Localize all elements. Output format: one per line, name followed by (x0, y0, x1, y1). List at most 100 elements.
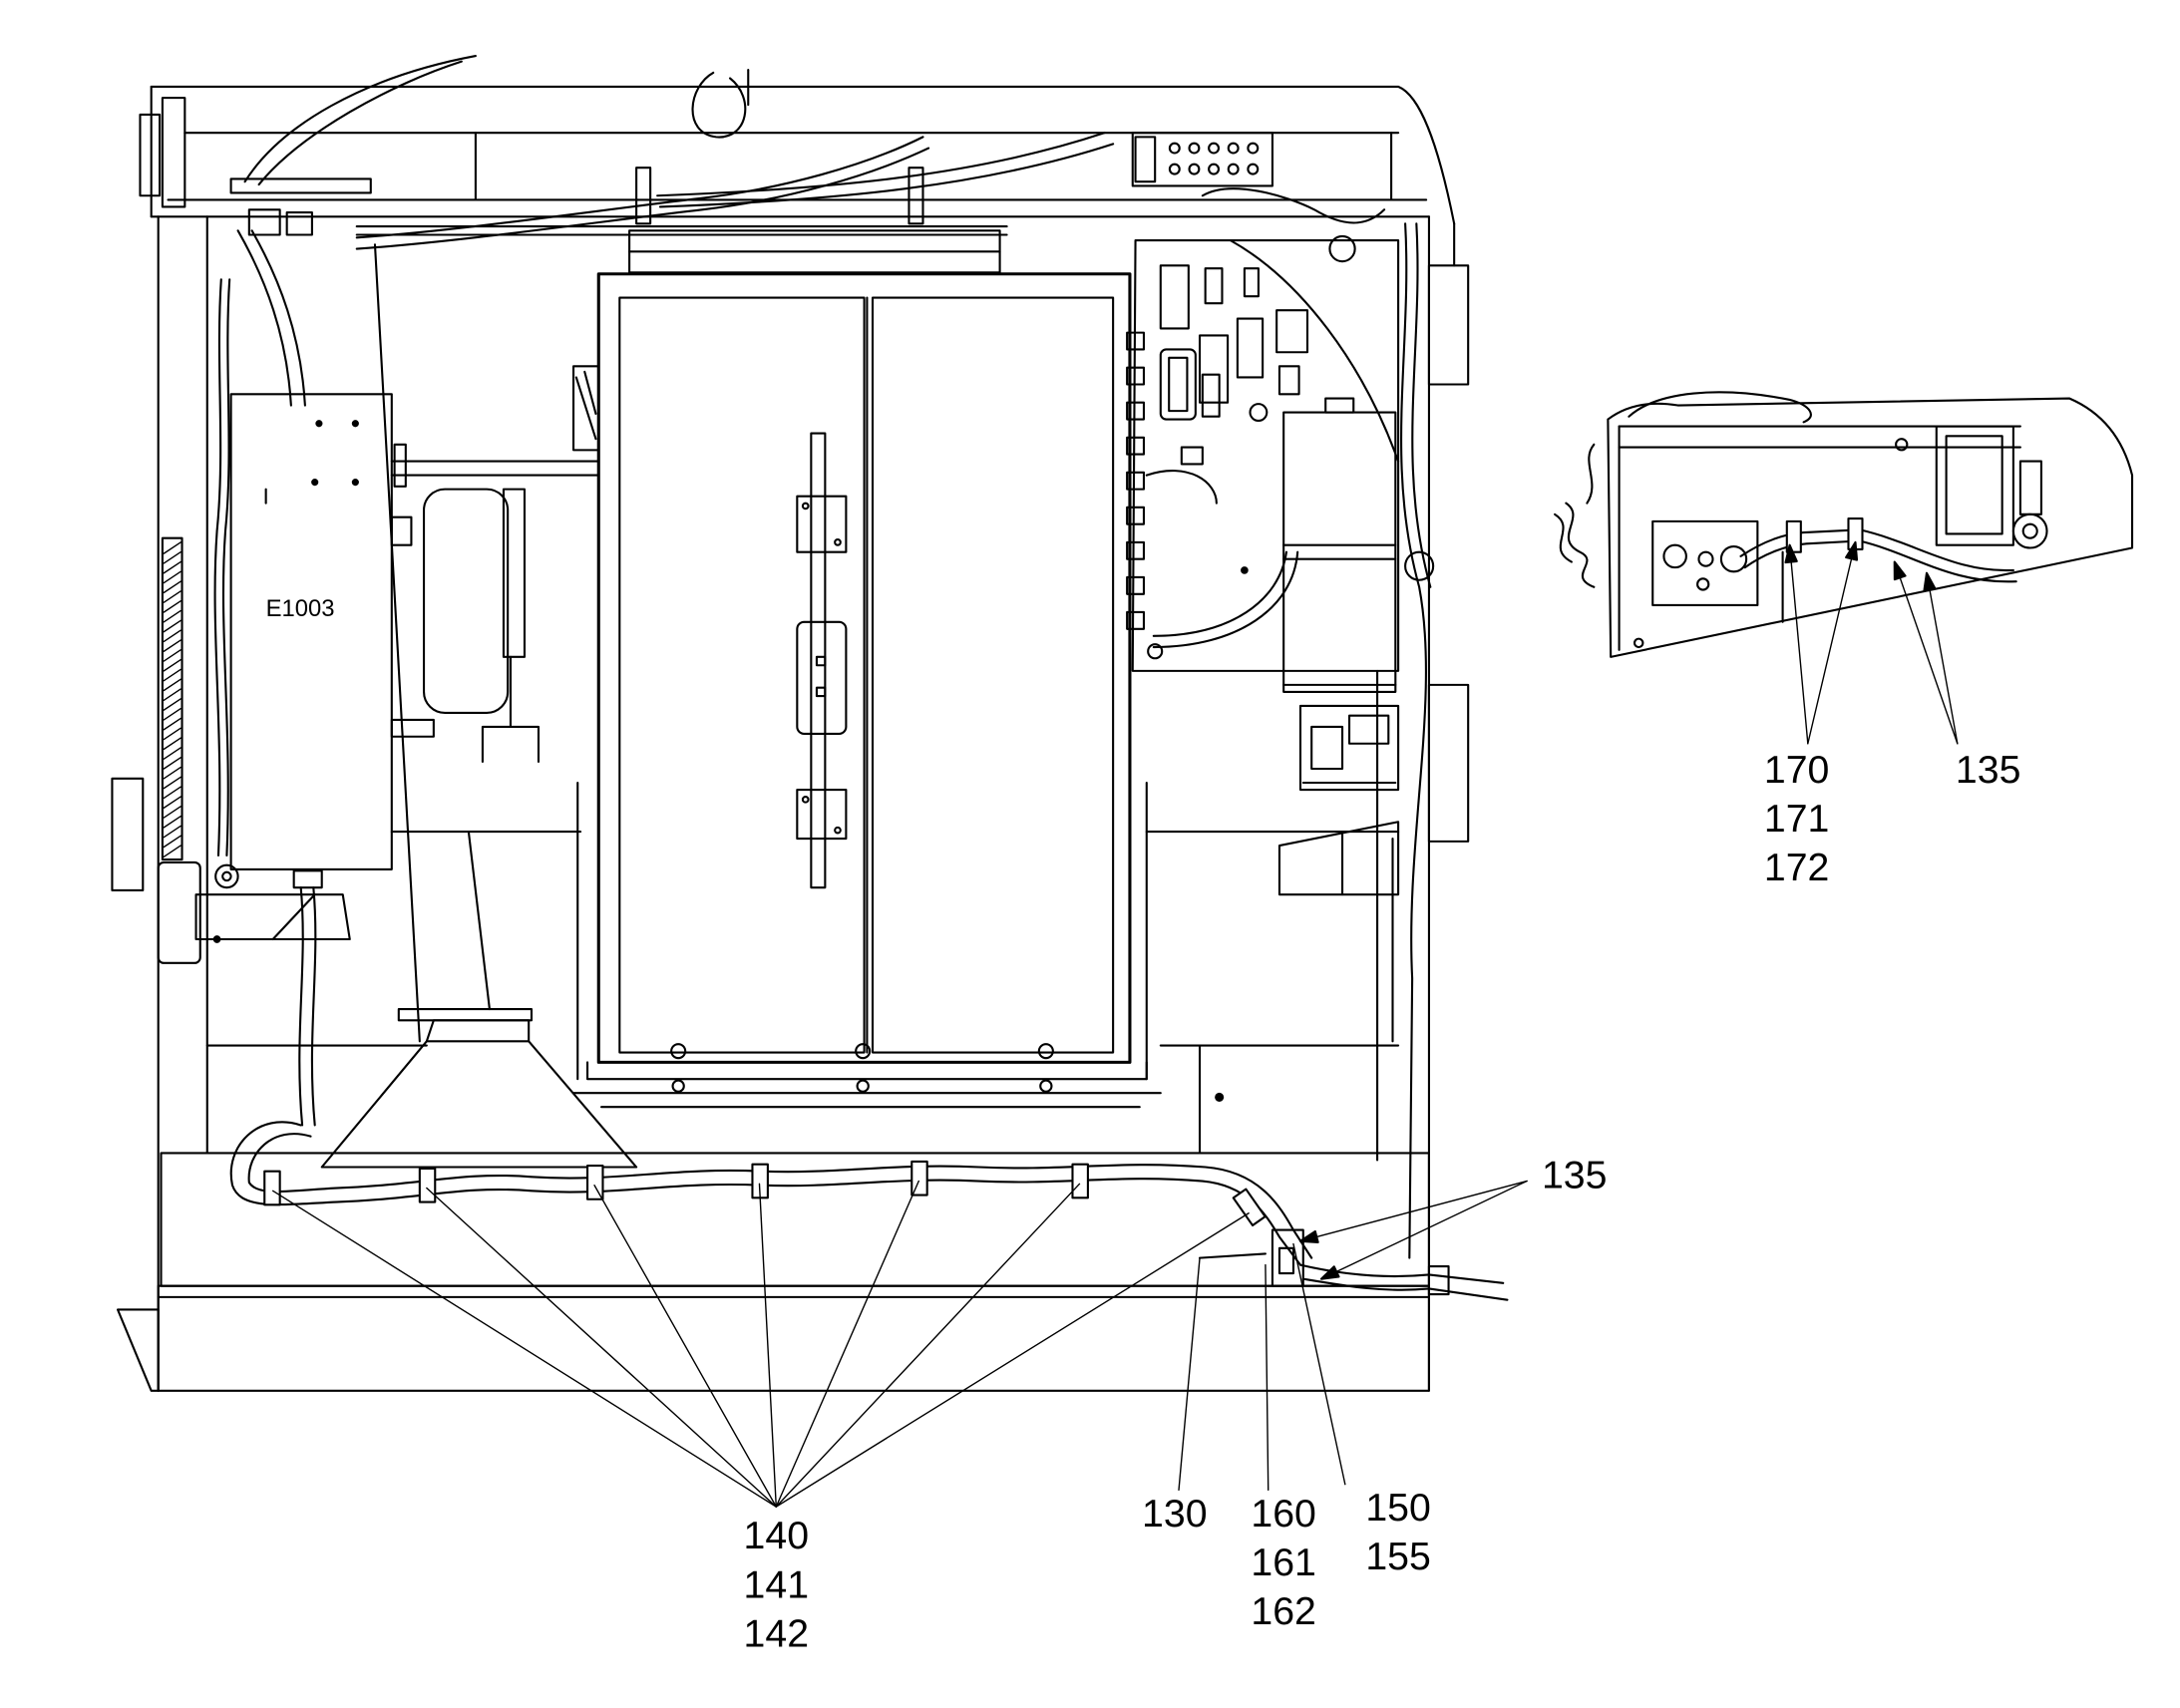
handle-mount-top (796, 495, 848, 553)
top-duct (229, 177, 372, 194)
terminal-hole (1247, 142, 1260, 155)
screw-dot (311, 479, 319, 487)
inset-cable (1743, 539, 2017, 583)
mount-screw (834, 538, 842, 546)
panel-screw (1147, 643, 1164, 660)
exit-cable (1301, 1277, 1509, 1301)
arrowhead (1298, 1229, 1319, 1243)
base-bolt (671, 1079, 685, 1093)
inset-lid (1628, 391, 1812, 424)
tank-bracket (502, 488, 527, 658)
cable-connector (1271, 1228, 1304, 1287)
relay (1277, 365, 1300, 396)
inset-wire (1554, 512, 1573, 563)
leader-line-140 (593, 1185, 777, 1508)
base-bolt (855, 1043, 872, 1060)
terminal-block (1131, 132, 1273, 187)
callout-labels: 140 141 142 130 160 161 162 150 155 135 (744, 1154, 1608, 1656)
inset-end-fitting (2011, 512, 2048, 549)
inset-right-box (1935, 425, 2014, 546)
hatch-line (163, 747, 182, 760)
pipe-bracket (908, 167, 924, 225)
exit-cable (1298, 1263, 1505, 1284)
control-board (1298, 704, 1400, 792)
leader-line-135 (1299, 1180, 1528, 1242)
side-fitting (390, 718, 435, 738)
top-hose (658, 143, 1115, 208)
right-cable (1411, 222, 1432, 588)
hatched-side-panel (161, 536, 183, 861)
relay (1236, 317, 1265, 379)
pipe-bracket (635, 167, 652, 225)
hatch-line (163, 560, 182, 574)
panel-cable (1152, 550, 1299, 649)
hatch-line (163, 786, 182, 800)
edge-terminal (1126, 610, 1146, 630)
hatch-line (163, 806, 182, 819)
edge-terminal (1126, 471, 1146, 491)
hatch-line (163, 776, 182, 790)
tank-fork (481, 725, 541, 764)
edge-terminal (1126, 436, 1146, 456)
side-knob (111, 777, 145, 891)
cabinet-base-rail (586, 1061, 1148, 1081)
callout-161: 161 (1251, 1540, 1316, 1584)
inset-end-fitting-inner (2021, 522, 2038, 539)
base-bolt (1037, 1043, 1054, 1060)
wire-loop (691, 71, 747, 139)
hatch-line (163, 609, 182, 623)
connector-plug-inner (1168, 356, 1189, 413)
harness-clip (910, 1160, 928, 1196)
inset-screw (1633, 637, 1644, 649)
vertical-hose (236, 229, 292, 407)
inset-leader-135 (1894, 560, 1959, 745)
harness-cable (229, 1121, 1302, 1266)
drain-funnel (320, 1008, 638, 1169)
edge-terminal (1126, 331, 1146, 351)
hatch-line (163, 796, 182, 809)
relay (1243, 267, 1260, 298)
inset-leader-170 (1807, 541, 1857, 745)
hatch-line (163, 737, 182, 751)
mark-dot (1241, 566, 1249, 574)
inset-leader-170 (1788, 544, 1809, 745)
shelf-bracket (1277, 821, 1400, 896)
top-assembly (355, 69, 1386, 263)
central-cabinet (571, 229, 1162, 1109)
edge-terminal (1126, 366, 1146, 386)
cabinet-outer (596, 272, 1132, 1064)
fan-blade (574, 376, 597, 441)
hatch-line (163, 658, 182, 672)
hatch-line (163, 649, 182, 662)
mount-screw (834, 826, 842, 835)
edge-terminal (1126, 540, 1146, 560)
drain-cable (310, 886, 317, 1127)
terminal-hole (1168, 142, 1181, 155)
module-tab (1324, 397, 1355, 414)
hatch-line (163, 717, 182, 731)
vertical-hose (250, 229, 306, 407)
callout-172: 172 (1764, 846, 1829, 889)
callout-130: 130 (1142, 1492, 1208, 1536)
edge-terminal (1126, 506, 1146, 525)
inset-leader-135 (1926, 572, 1959, 745)
terminal-hole (1188, 142, 1201, 155)
terminal-hole (1227, 142, 1240, 155)
detail-inset: 170 171 172 135 (1554, 391, 2134, 889)
callout-155: 155 (1365, 1535, 1431, 1578)
hatch-line (163, 688, 182, 702)
hatch-line (163, 708, 182, 721)
callout-135-inset: 135 (1956, 748, 2021, 792)
cabinet-right-door (871, 296, 1115, 1054)
top-wire (243, 55, 477, 183)
hatch-line (163, 600, 182, 613)
terminal-hole (1208, 142, 1221, 155)
hatch-line (163, 639, 182, 652)
handle-mount-center (796, 620, 848, 735)
inset-cable (1739, 528, 2014, 572)
top-hose (355, 136, 924, 239)
arrowhead (1319, 1265, 1340, 1280)
top-cover-outline (150, 85, 1456, 225)
terminal-hole (1247, 163, 1260, 175)
